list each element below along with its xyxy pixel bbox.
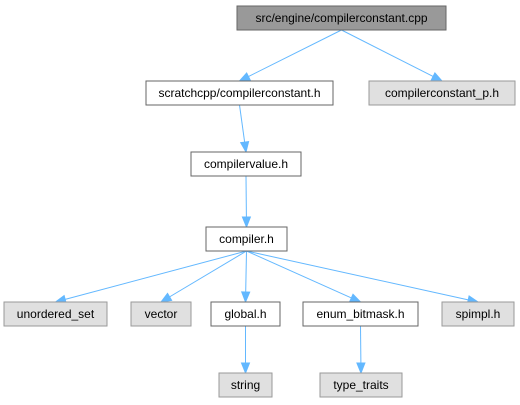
node-string: string <box>218 372 273 398</box>
node-label: src/engine/compilerconstant.cpp <box>255 11 427 25</box>
arrowhead-icon <box>348 293 362 303</box>
node-compilervalue-h[interactable]: compilervalue.h <box>190 151 302 177</box>
edge-root-to-compilerconstant_p_h <box>341 29 444 82</box>
node-src-engine-compilerconstant-cpp[interactable]: src/engine/compilerconstant.cpp <box>236 5 447 31</box>
node-box <box>441 301 515 327</box>
edge-compiler_h-to-vector <box>159 250 247 303</box>
node-label: compiler.h <box>219 232 274 246</box>
node-box <box>302 301 419 327</box>
nodes-layer: src/engine/compilerconstant.cpp scratchcp… <box>3 5 516 398</box>
edge-compilerconstant_h-to-compilervalue_h <box>239 104 250 154</box>
node-compiler-h[interactable]: compiler.h <box>205 226 288 252</box>
node-spimpl-h: spimpl.h <box>441 301 515 327</box>
arrowhead-icon <box>430 72 444 82</box>
node-type-traits: type_traits <box>319 372 403 398</box>
node-label: compilerconstant_p.h <box>385 86 499 100</box>
node-box <box>205 226 288 252</box>
node-label: vector <box>145 307 178 321</box>
edge-compilervalue_h-to-compiler_h <box>241 175 252 229</box>
arrowhead-icon <box>159 292 173 303</box>
node-box <box>130 301 192 327</box>
edge-compiler_h-to-global_h <box>240 250 251 304</box>
node-compilerconstant-p-h: compilerconstant_p.h <box>368 80 516 106</box>
node-enum-bitmask-h[interactable]: enum_bitmask.h <box>302 301 419 327</box>
node-box <box>218 372 273 398</box>
edge-line <box>239 104 246 143</box>
edge-line <box>169 250 247 298</box>
arrowhead-icon <box>238 72 252 82</box>
node-label: unordered_set <box>17 307 95 321</box>
edge-enum_bitmask_h-to-type_traits <box>356 325 366 375</box>
edge-line <box>248 29 342 77</box>
node-label: scratchcpp/compilerconstant.h <box>158 86 320 100</box>
arrowhead-icon <box>241 216 252 229</box>
edge-root-to-compilerconstant_h <box>238 29 342 82</box>
edge-compiler_h-to-enum_bitmask_h <box>246 250 362 303</box>
node-scratchcpp-compilerconstant-h[interactable]: scratchcpp/compilerconstant.h <box>145 80 334 106</box>
node-box <box>368 80 516 106</box>
node-label: type_traits <box>333 378 388 392</box>
node-box <box>145 80 334 106</box>
node-box <box>3 301 108 327</box>
edge-compiler_h-to-spimpl_h <box>246 250 480 305</box>
node-label: spimpl.h <box>456 307 501 321</box>
arrowhead-icon <box>356 362 366 375</box>
edge-compiler_h-to-unordered_set <box>54 250 247 304</box>
edge-line <box>246 250 469 301</box>
node-box <box>236 5 447 31</box>
node-box <box>319 372 403 398</box>
node-global-h[interactable]: global.h <box>210 301 281 327</box>
edges-layer <box>54 29 480 375</box>
node-label: string <box>231 378 260 392</box>
arrowhead-icon <box>239 140 250 154</box>
edge-global_h-to-string <box>240 326 251 375</box>
arrowhead-icon <box>240 291 251 304</box>
edge-line <box>246 250 352 299</box>
node-box <box>210 301 281 327</box>
edge-line <box>65 250 247 300</box>
node-unordered-set: unordered_set <box>3 301 108 327</box>
node-label: enum_bitmask.h <box>316 307 404 321</box>
node-label: compilervalue.h <box>204 157 288 171</box>
node-vector: vector <box>130 301 192 327</box>
arrowhead-icon <box>240 362 251 375</box>
edge-line <box>245 250 247 293</box>
edge-line <box>341 29 434 77</box>
node-label: global.h <box>224 307 266 321</box>
node-box <box>190 151 302 177</box>
